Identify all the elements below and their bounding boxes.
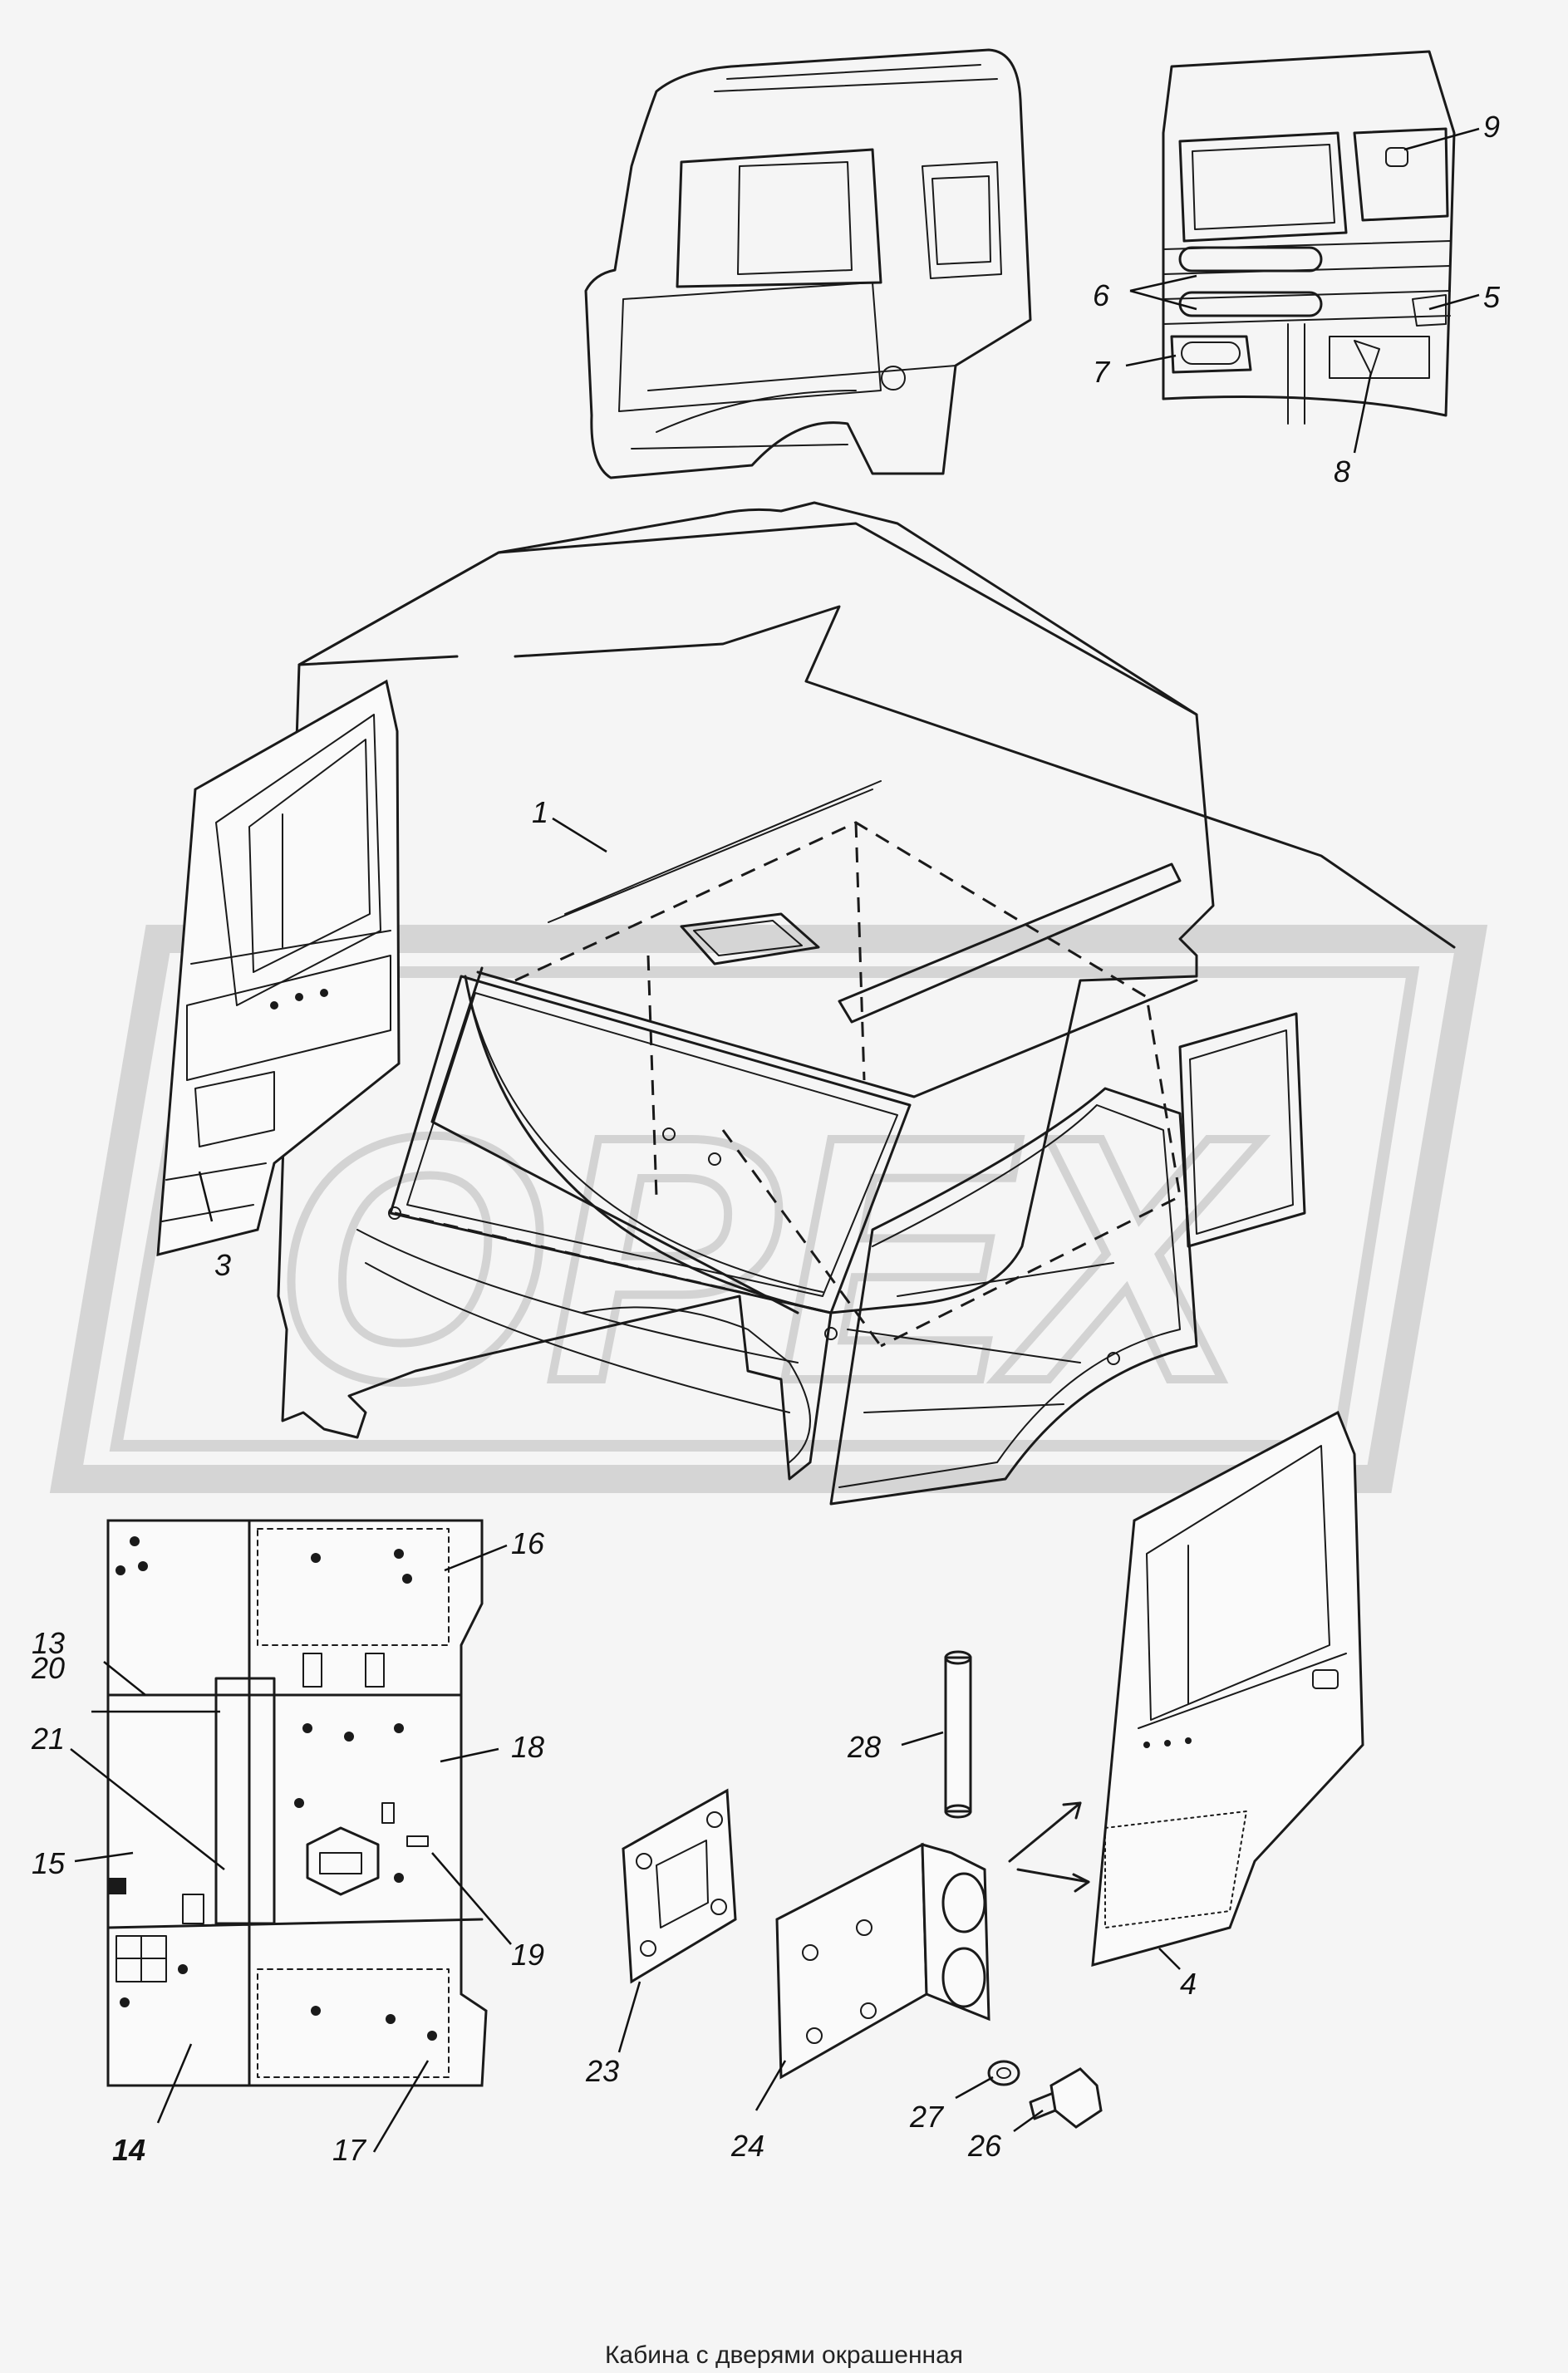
pin-28 — [944, 1650, 972, 1819]
callout-20: 20 — [31, 1651, 65, 1685]
callout-26: 26 — [967, 2129, 1002, 2163]
cab-body — [277, 501, 1306, 1506]
callout-24: 24 — [730, 2129, 764, 2163]
callout-27: 27 — [909, 2100, 945, 2134]
callout-8: 8 — [1334, 454, 1350, 489]
floor-panels — [106, 1519, 488, 2087]
callout-19: 19 — [511, 1938, 544, 1972]
washer-27 — [987, 2060, 1020, 2086]
callout-15: 15 — [32, 1846, 66, 1880]
callout-21: 21 — [31, 1722, 65, 1756]
callout-1: 1 — [532, 795, 548, 829]
callout-labels: 1 3 4 5 6 7 8 9 13 14 15 16 17 18 19 20 … — [31, 110, 1501, 2167]
bolt-26 — [1029, 2067, 1103, 2129]
door-right — [1091, 1410, 1364, 1968]
hinge-24 — [775, 1842, 990, 2080]
callout-6: 6 — [1093, 278, 1110, 312]
callout-16: 16 — [511, 1526, 545, 1560]
grouping-bracket — [297, 605, 1456, 949]
door-left — [156, 679, 401, 1256]
callout-18: 18 — [511, 1730, 544, 1764]
callout-13: 13 — [32, 1626, 65, 1660]
callout-17: 17 — [332, 2133, 367, 2167]
cab-rear-view — [1162, 50, 1456, 425]
callout-7: 7 — [1093, 355, 1111, 389]
callout-28: 28 — [847, 1730, 881, 1764]
callout-23: 23 — [585, 2054, 619, 2088]
cab-side-view — [584, 48, 1032, 479]
watermark: OPEX — [49, 925, 1488, 1493]
assembly-arrows — [1008, 1801, 1090, 1884]
plate-23 — [622, 1788, 737, 1984]
callout-9: 9 — [1483, 110, 1500, 144]
callout-5: 5 — [1483, 280, 1501, 314]
diagram-caption: Кабина с дверями окрашенная — [604, 2341, 964, 2369]
leader-lines — [70, 127, 1480, 2153]
callout-4: 4 — [1180, 1967, 1197, 2001]
callout-3: 3 — [214, 1248, 231, 1282]
watermark-text: OPEX — [274, 1064, 1262, 1454]
callout-14: 14 — [112, 2133, 145, 2167]
